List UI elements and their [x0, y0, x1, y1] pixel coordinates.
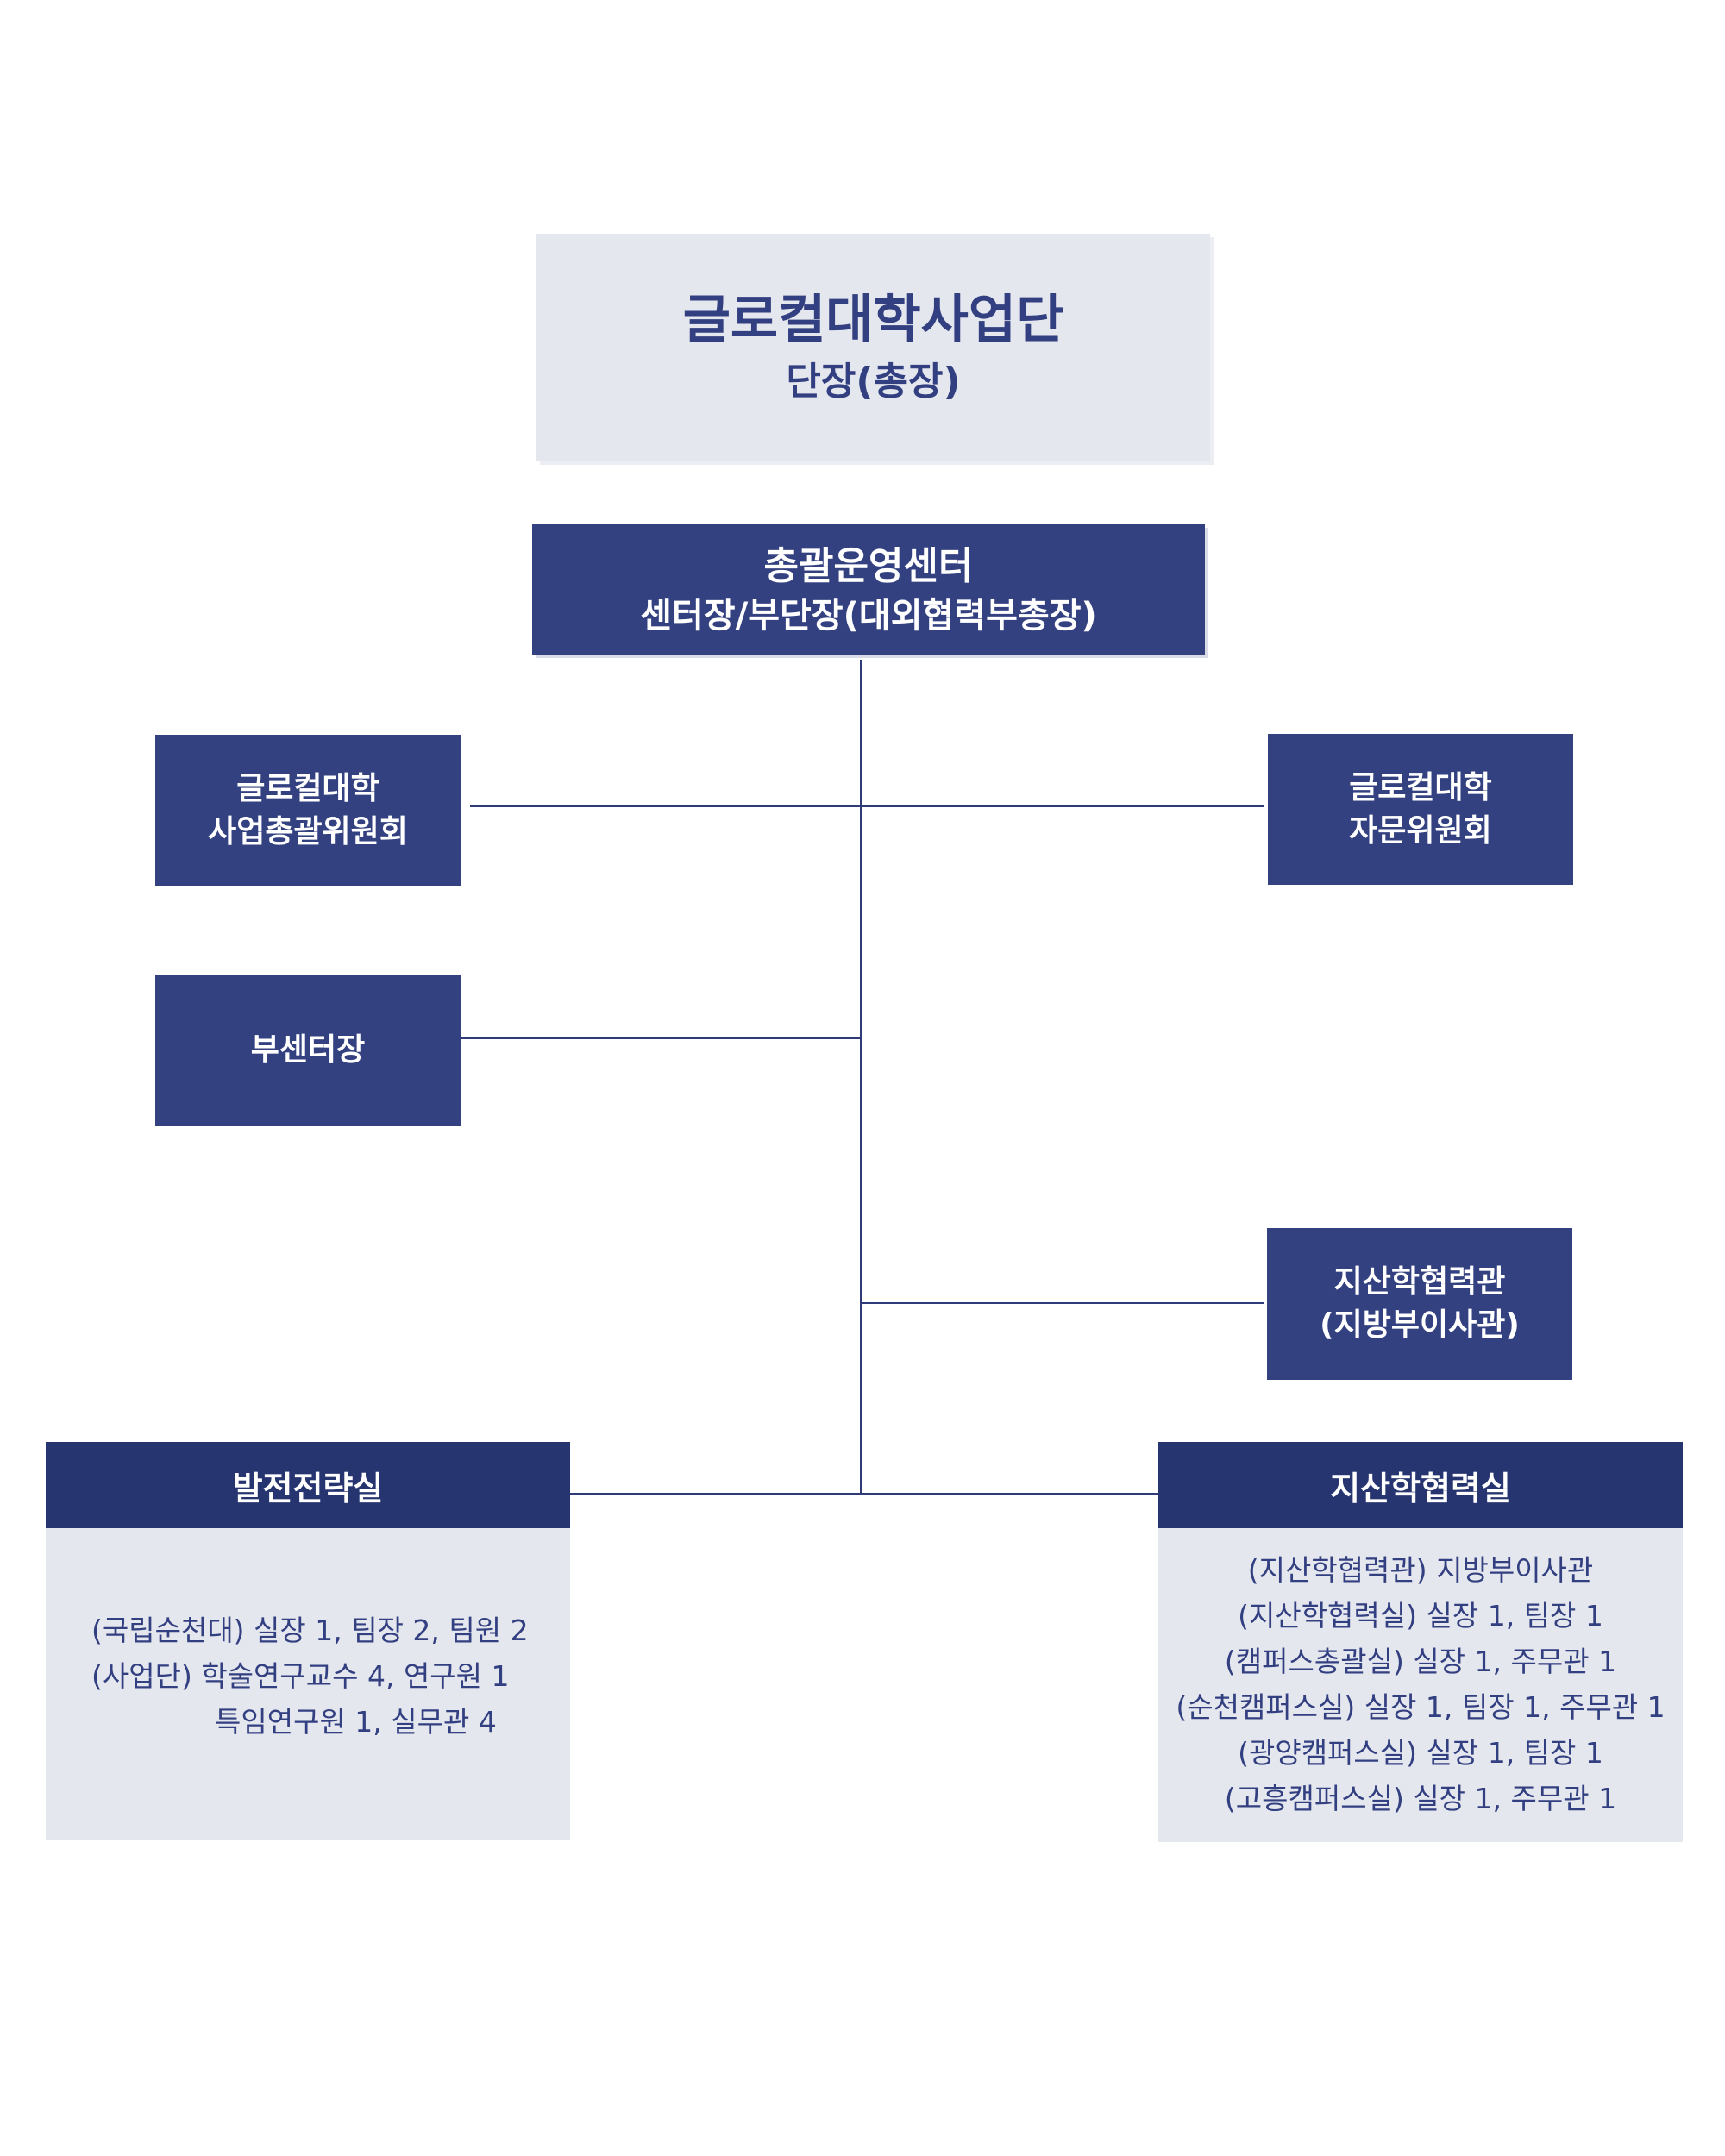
- advisory-committee-line1: 글로컬대학: [1349, 769, 1492, 805]
- project-group-title: 글로컬대학사업단: [682, 290, 1064, 350]
- cooperation-staff-row: (지산학협력관) 지방부이사관: [1247, 1553, 1594, 1587]
- liaison-officer-line1: 지산학협력관: [1333, 1264, 1506, 1300]
- committee-connector: [470, 805, 1264, 807]
- liaison-officer-line2: (지방부이사관): [1320, 1307, 1520, 1343]
- cooperation-staff-row: (고흥캠퍼스실) 실장 1, 주무관 1: [1224, 1782, 1617, 1815]
- strategy-staff-row: (사업단) 학술연구교수 4, 연구원 1: [91, 1659, 510, 1693]
- offices-connector: [569, 1493, 1159, 1495]
- advisory-committee-box: 글로컬대학 자문위원회: [1268, 734, 1573, 885]
- operations-center-head: 센터장/부단장(대외협력부총장): [640, 595, 1097, 636]
- cooperation-staff-row: (광양캠퍼스실) 실장 1, 팀장 1: [1238, 1736, 1603, 1770]
- liaison-connector: [861, 1302, 1264, 1304]
- strategy-staff-row: 특임연구원 1, 실무관 4: [215, 1705, 497, 1739]
- cooperation-staff-row: (캠퍼스총괄실) 실장 1, 주무관 1: [1224, 1645, 1617, 1678]
- steering-committee-line2: 사업총괄위원회: [208, 813, 408, 849]
- strategy-office-title: 발전전략실: [232, 1469, 384, 1507]
- cooperation-office-title: 지산학협력실: [1330, 1469, 1511, 1507]
- advisory-committee-line2: 자문위원회: [1349, 812, 1492, 849]
- strategy-office-staff-box: (국립순천대) 실장 1, 팀장 2, 팀원 2 (사업단) 학술연구교수 4,…: [46, 1528, 570, 1840]
- strategy-office-header: 발전전략실: [46, 1442, 570, 1528]
- main-vertical-connector: [860, 660, 862, 1494]
- steering-committee-box: 글로컬대학 사업총괄위원회: [155, 735, 461, 886]
- strategy-staff-row: (국립순천대) 실장 1, 팀장 2, 팀원 2: [91, 1614, 529, 1647]
- steering-committee-line1: 글로컬대학: [236, 770, 380, 806]
- vice-director-connector: [457, 1037, 861, 1039]
- vice-director-box: 부센터장: [155, 975, 461, 1126]
- project-group-box: 글로컬대학사업단 단장(총장): [536, 234, 1210, 461]
- project-group-head: 단장(총장): [786, 360, 961, 404]
- operations-center-box: 총괄운영센터 센터장/부단장(대외협력부총장): [532, 524, 1205, 655]
- operations-center-title: 총괄운영센터: [763, 543, 974, 588]
- cooperation-staff-row: (지산학협력실) 실장 1, 팀장 1: [1238, 1599, 1603, 1633]
- cooperation-office-staff-box: (지산학협력관) 지방부이사관 (지산학협력실) 실장 1, 팀장 1 (캠퍼스…: [1158, 1528, 1683, 1842]
- cooperation-staff-row: (순천캠퍼스실) 실장 1, 팀장 1, 주무관 1: [1176, 1690, 1665, 1724]
- vice-director-label: 부센터장: [250, 1032, 366, 1068]
- liaison-officer-box: 지산학협력관 (지방부이사관): [1267, 1228, 1572, 1380]
- cooperation-office-header: 지산학협력실: [1158, 1442, 1683, 1528]
